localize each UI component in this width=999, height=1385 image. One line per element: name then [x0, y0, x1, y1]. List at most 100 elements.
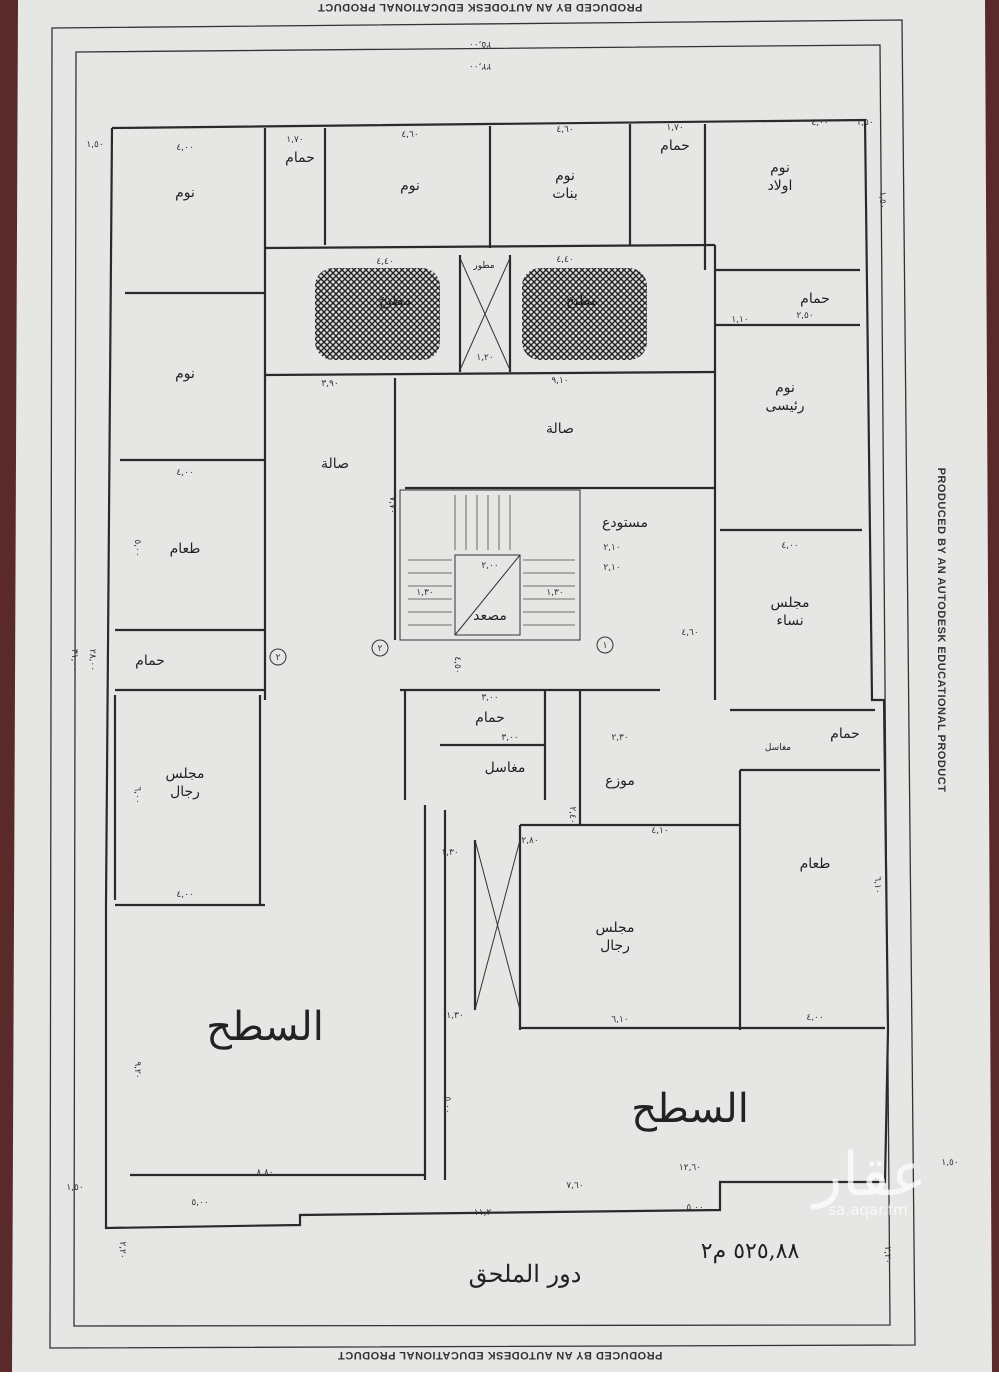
- stair-treads: [408, 495, 575, 626]
- dimension-label: ٤,٠٠: [176, 468, 193, 478]
- dimension-label: ١٢,٦٠: [679, 1163, 701, 1173]
- room-label-master-bedroom: رئيسى: [765, 398, 804, 414]
- aqar-url: sa.aqar.fm: [828, 1201, 907, 1219]
- dimension-label: ٩,١٠: [551, 376, 568, 386]
- dimension-label: ٢,٨٠: [521, 836, 538, 846]
- entrance-marker-circle: [371, 639, 389, 657]
- dimension-label: ١,٥٠: [856, 118, 873, 128]
- room-label-hall: صالة: [546, 421, 574, 437]
- dimension-label: ٢٢,٠٠: [469, 61, 491, 71]
- room-label-washbasins: مغاسل: [765, 743, 791, 753]
- autodesk-stamp-top: PRODUCED BY AN AUTODESK EDUCATIONAL PROD…: [318, 1, 643, 13]
- dimension-label: ٢٨,٠٠: [87, 649, 97, 671]
- room-label-men-majlis: رجال: [170, 784, 200, 800]
- room-label-hall: صالة: [321, 456, 349, 472]
- dimension-label: ٥,٠٠: [442, 1096, 452, 1113]
- dimension-label: ٩,٢٠: [132, 1061, 142, 1078]
- dimension-label: ٤,٤٠: [556, 255, 573, 265]
- inner-border: [73, 44, 891, 1327]
- room-label-men-majlis: مجلس: [595, 920, 634, 936]
- kitchen-counter-right: [522, 268, 647, 360]
- dimension-label: ٥,٠٠: [132, 539, 142, 556]
- room-label-kitchen: مطبخ: [379, 293, 411, 309]
- dimension-label: ١,٣٠: [416, 588, 433, 598]
- room-label-bedroom: نوم: [175, 185, 195, 201]
- floor-title: دور الملحق: [469, 1260, 582, 1288]
- dimension-label: ٤,٠٠: [176, 890, 193, 900]
- dimension-label: ٦,١٠: [611, 1015, 628, 1025]
- dimension-label: ٣,٠٠: [501, 733, 518, 743]
- dimension-label: ٢,٠٠: [481, 561, 498, 571]
- dimension-label: ٤,٠٠: [811, 118, 828, 128]
- entrance-marker-circle: [269, 648, 287, 666]
- dimension-label: ٤,٠٠: [176, 143, 193, 153]
- room-label-bathroom: حمام: [660, 138, 690, 154]
- room-label-bathroom: حمام: [800, 291, 830, 307]
- room-label-men-majlis: رجال: [600, 938, 630, 954]
- dimension-label: ١,٥٠: [877, 191, 887, 208]
- outer-border: [49, 19, 916, 1349]
- room-label-dining: طعام: [170, 541, 201, 557]
- room-label-boys-bedroom: اولاد: [768, 178, 793, 194]
- room-label-bathroom: حمام: [285, 150, 315, 166]
- room-label-girls-bedroom: بنات: [552, 186, 578, 202]
- dimension-label: ٦,١٠: [872, 876, 882, 893]
- entrance-marker-label: ١: [603, 641, 608, 651]
- dimension-label: ٤,١٠: [651, 826, 668, 836]
- room-label-bedroom: نوم: [175, 366, 195, 382]
- room-label-boys-bedroom: نوم: [770, 160, 790, 176]
- room-label-men-majlis: مجلس: [165, 766, 204, 782]
- dimension-label: ٢,٣٠: [611, 733, 628, 743]
- dimension-label: ٢,٤٠: [567, 806, 577, 823]
- dimension-label: ٢٥,٠٠: [469, 39, 491, 49]
- autodesk-stamp-bottom: PRODUCED BY AN AUTODESK EDUCATIONAL PROD…: [338, 1349, 663, 1361]
- dimension-label: ٤,٠٠: [781, 541, 798, 551]
- dimension-label: ١,٣٠: [441, 848, 458, 858]
- dimension-label: ٢,١٠: [603, 543, 620, 553]
- room-label-bathroom: حمام: [830, 726, 860, 742]
- dimension-label: ١,٥٠: [941, 1158, 958, 1168]
- dimension-label: ١,٧٠: [286, 135, 303, 145]
- dimension-label: ٥,٠٠: [191, 1198, 208, 1208]
- aqar-logo: عقار: [810, 1140, 926, 1210]
- room-label-shaft: مطور: [472, 261, 494, 271]
- dimension-label: ١,٥٠: [66, 1183, 83, 1193]
- bottom-strip: [0, 1372, 999, 1385]
- dimension-label: ٤,٥٠: [452, 656, 462, 673]
- floor-area: ٥٢٥,٨٨ م٢: [701, 1239, 800, 1264]
- dimension-label: ٨,٨٠: [256, 1168, 273, 1178]
- room-label-roof: السطح: [631, 1086, 749, 1132]
- dimension-label: ١,١٠: [731, 315, 748, 325]
- room-label-girls-bedroom: نوم: [555, 168, 575, 184]
- room-label-elevator: مصعد: [473, 608, 507, 624]
- room-label-bedroom: نوم: [400, 178, 420, 194]
- dimension-label: ٦,٠٠: [132, 786, 142, 803]
- room-label-bathroom: حمام: [475, 710, 505, 726]
- room-label-kitchen: مطبخ: [566, 293, 598, 309]
- dimension-label: ١,٣٠: [546, 588, 563, 598]
- room-label-master-bedroom: نوم: [775, 380, 795, 396]
- dimension-label: ٢,١٠: [603, 563, 620, 573]
- dimension-label: ٣١,٠٠: [69, 649, 79, 671]
- dimension-label: ٥,٠٠: [686, 1203, 703, 1213]
- dimension-label: ٤,٦٠: [681, 628, 698, 638]
- kitchen-counter-left: [315, 268, 440, 360]
- dimension-label: ٧,٧٠: [387, 496, 397, 513]
- dimension-label: ٣,٩٠: [321, 379, 338, 389]
- dimension-label: ٧,٦٠: [566, 1181, 583, 1191]
- room-label-bathroom: حمام: [135, 653, 165, 669]
- dimension-label: ١١,٢٠: [474, 1208, 496, 1218]
- room-label-women-majlis: نساء: [776, 613, 803, 629]
- dimension-label: ٤,٦٠: [556, 125, 573, 135]
- room-label-distributor: موزع: [605, 773, 635, 789]
- dimension-label: ٢,٥٠: [796, 311, 813, 321]
- dimension-label: ١,٣٠: [446, 1011, 463, 1021]
- dimension-label: ٣,٠٠: [481, 693, 498, 703]
- dimension-label: ٤,٦٠: [401, 130, 418, 140]
- room-label-washbasins: مغاسل: [485, 760, 526, 776]
- dimension-label: ١,٥٠: [86, 140, 103, 150]
- walls: [104, 118, 890, 1230]
- room-label-roof: السطح: [206, 1004, 324, 1050]
- dimension-label: ٢,٢٠: [882, 1246, 892, 1263]
